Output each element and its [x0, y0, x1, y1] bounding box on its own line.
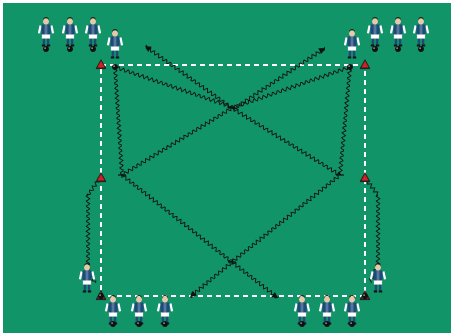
ball-icon — [136, 321, 142, 327]
ball-icon — [43, 46, 49, 52]
ball-icon — [362, 293, 368, 299]
ball-icon — [67, 46, 73, 52]
ball-icon — [162, 321, 168, 327]
ball-icon — [324, 321, 330, 327]
ball-icon — [110, 321, 116, 327]
pitch-background — [3, 3, 451, 333]
ball-icon — [349, 321, 355, 327]
ball-icon — [418, 46, 424, 52]
ball-icon — [372, 46, 378, 52]
ball-icon — [112, 64, 118, 70]
ball-icon — [90, 46, 96, 52]
ball-icon — [395, 46, 401, 52]
ball-icon — [299, 321, 305, 327]
ball-icon — [347, 64, 353, 70]
ball-icon — [98, 293, 104, 299]
